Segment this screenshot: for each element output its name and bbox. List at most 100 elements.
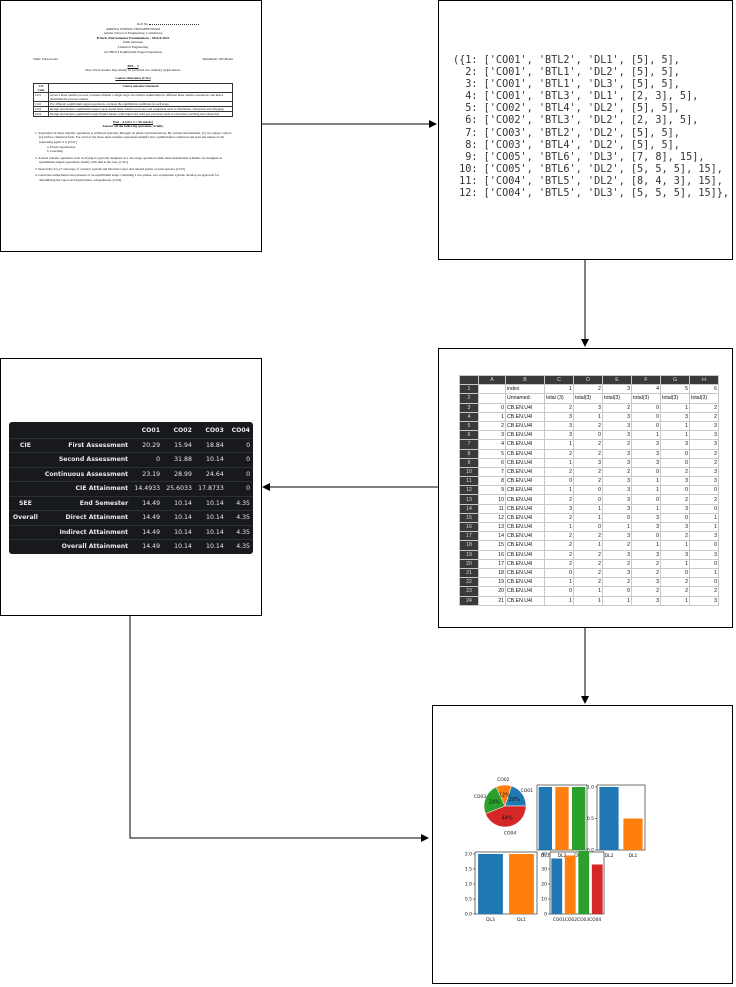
sheet-cell[interactable]: 3 [602, 448, 632, 459]
sheet-column-header[interactable]: A [478, 374, 506, 386]
sheet-cell[interactable]: 3 [602, 411, 632, 422]
sheet-cell[interactable]: 3 [602, 476, 632, 487]
sheet-cell[interactable]: 2 [573, 549, 603, 560]
sheet-cell[interactable]: CB.EN.U4I [505, 503, 545, 514]
sheet-cell[interactable]: 0 [631, 531, 661, 542]
sheet-cell[interactable]: 3 [631, 512, 661, 524]
sheet-column-header[interactable]: E [602, 374, 632, 386]
sheet-cell[interactable]: 0 [631, 411, 661, 422]
sheet-cell[interactable]: 2 [689, 402, 719, 413]
sheet-cell[interactable]: 15 [478, 540, 506, 551]
sheet-cell[interactable]: CB.EN.U4I [505, 567, 545, 579]
sheet-row-number[interactable]: 7 [459, 439, 479, 450]
sheet-cell[interactable]: 3 [689, 420, 719, 432]
sheet-cell[interactable]: 2 [602, 466, 632, 478]
sheet-cell[interactable]: 2 [573, 567, 603, 579]
sheet-column-header[interactable]: B [505, 374, 545, 386]
sheet-row-number[interactable]: 1 [459, 384, 479, 395]
sheet-cell[interactable]: 3 [602, 531, 632, 542]
sheet-cell[interactable]: 2 [660, 586, 690, 597]
sheet-cell[interactable]: 0 [573, 521, 603, 533]
sheet-cell[interactable]: 3 [689, 531, 719, 542]
sheet-cell[interactable]: 0 [660, 457, 690, 468]
sheet-cell[interactable]: 3 [573, 457, 603, 468]
sheet-cell[interactable]: 3 [602, 567, 632, 579]
sheet-row-number[interactable]: 20 [459, 558, 479, 569]
sheet-cell[interactable]: 3 [602, 457, 632, 468]
sheet-cell[interactable]: 3 [631, 549, 661, 560]
sheet-cell[interactable]: 3 [544, 420, 574, 432]
sheet-cell[interactable]: 1 [660, 402, 690, 413]
sheet-cell[interactable]: 3 [689, 430, 719, 441]
sheet-cell[interactable]: 3 [602, 384, 632, 395]
sheet-cell[interactable]: 0 [631, 402, 661, 413]
sheet-cell[interactable]: 2 [544, 402, 574, 413]
sheet-cell[interactable]: CB.EN.U4I [505, 402, 545, 413]
sheet-cell[interactable] [478, 384, 506, 395]
sheet-cell[interactable]: 3 [689, 439, 719, 450]
sheet-cell[interactable]: 1 [602, 521, 632, 533]
sheet-cell[interactable]: 9 [478, 485, 506, 496]
sheet-cell[interactable]: 1 [544, 485, 574, 496]
sheet-cell[interactable]: 2 [573, 531, 603, 542]
sheet-cell[interactable]: 1 [631, 485, 661, 496]
sheet-cell[interactable]: 2 [544, 558, 574, 569]
sheet-cell[interactable]: 4 [631, 384, 661, 395]
sheet-cell[interactable]: 0 [689, 540, 719, 551]
sheet-cell[interactable]: 2 [689, 457, 719, 468]
sheet-row-number[interactable]: 14 [459, 503, 479, 514]
sheet-row-number[interactable]: 15 [459, 512, 479, 524]
sheet-cell[interactable]: 1 [689, 567, 719, 579]
sheet-cell[interactable]: 0 [631, 466, 661, 478]
sheet-cell[interactable]: 0 [602, 512, 632, 524]
sheet-cell[interactable]: 3 [631, 521, 661, 533]
sheet-cell[interactable]: 1 [631, 430, 661, 441]
sheet-cell[interactable]: 3 [631, 448, 661, 459]
sheet-row-number[interactable]: 13 [459, 494, 479, 505]
sheet-cell[interactable]: 2 [544, 466, 574, 478]
sheet-cell[interactable]: total(3) [573, 393, 603, 404]
sheet-cell[interactable]: 0 [660, 567, 690, 579]
sheet-cell[interactable]: 2 [544, 512, 574, 524]
sheet-cell[interactable]: 2 [544, 531, 574, 542]
sheet-cell[interactable]: 2 [573, 384, 603, 395]
sheet-cell[interactable]: 2 [631, 586, 661, 597]
sheet-cell[interactable]: 3 [689, 595, 719, 606]
sheet-cell[interactable]: 0 [660, 485, 690, 496]
sheet-cell[interactable]: 3 [660, 549, 690, 560]
sheet-cell[interactable]: 2 [660, 531, 690, 542]
sheet-cell[interactable]: 1 [573, 586, 603, 597]
sheet-cell[interactable]: 11 [478, 503, 506, 514]
sheet-column-header[interactable]: C [544, 374, 574, 386]
sheet-cell[interactable]: 1 [573, 411, 603, 422]
sheet-cell[interactable]: CB.EN.U4I [505, 411, 545, 422]
sheet-cell[interactable]: 2 [602, 577, 632, 588]
sheet-cell[interactable]: CB.EN.U4I [505, 595, 545, 606]
sheet-cell[interactable]: 3 [602, 430, 632, 441]
sheet-cell[interactable]: 2 [602, 439, 632, 450]
sheet-row-number[interactable]: 12 [459, 485, 479, 496]
sheet-cell[interactable]: CB.EN.U4I [505, 466, 545, 478]
sheet-cell[interactable]: CB.EN.U4I [505, 439, 545, 450]
sheet-cell[interactable]: 3 [602, 494, 632, 505]
sheet-cell[interactable]: 1 [631, 476, 661, 487]
sheet-cell[interactable]: 14 [478, 531, 506, 542]
sheet-cell[interactable]: 1 [573, 595, 603, 606]
sheet-cell[interactable]: CB.EN.U4I [505, 586, 545, 597]
sheet-cell[interactable]: 2 [573, 577, 603, 588]
sheet-cell[interactable]: 3 [544, 430, 574, 441]
sheet-cell[interactable]: 3 [660, 503, 690, 514]
sheet-cell[interactable]: 2 [544, 448, 574, 459]
sheet-cell[interactable]: 0 [544, 567, 574, 579]
sheet-row-number[interactable]: 16 [459, 521, 479, 533]
sheet-cell[interactable]: 2 [660, 494, 690, 505]
sheet-cell[interactable]: 0 [631, 494, 661, 505]
sheet-cell[interactable]: 1 [544, 595, 574, 606]
sheet-cell[interactable]: CB.EN.U4I [505, 457, 545, 468]
sheet-cell[interactable]: CB.EN.U4I [505, 531, 545, 542]
sheet-cell[interactable]: 2 [573, 558, 603, 569]
sheet-cell[interactable]: 3 [660, 439, 690, 450]
sheet-cell[interactable]: CB.EN.U4I [505, 485, 545, 496]
sheet-cell[interactable]: 0 [573, 494, 603, 505]
sheet-cell[interactable]: CB.EN.U4I [505, 549, 545, 560]
